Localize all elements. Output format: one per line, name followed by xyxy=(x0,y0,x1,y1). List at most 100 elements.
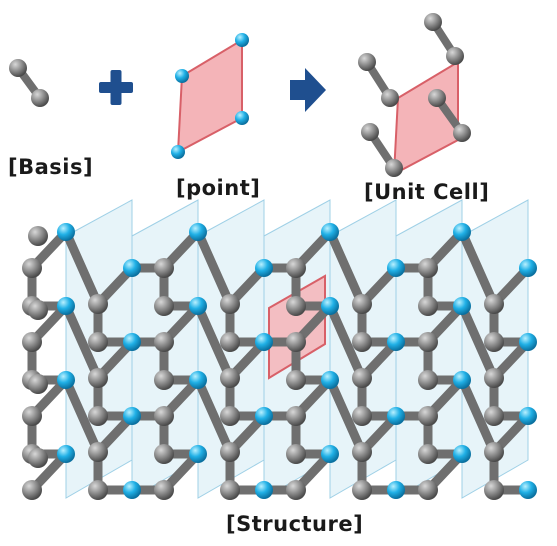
basis-atom xyxy=(88,332,108,352)
lattice-point-atom xyxy=(57,445,75,463)
lattice-point-atom xyxy=(189,223,207,241)
lattice-point-atom xyxy=(519,481,537,499)
basis-atom xyxy=(286,296,306,316)
basis-atom xyxy=(28,374,48,394)
basis-atom xyxy=(352,332,372,352)
lattice-point-atom xyxy=(189,371,207,389)
lattice-point-atom xyxy=(189,297,207,315)
basis-atom xyxy=(154,296,174,316)
atoms xyxy=(22,223,537,500)
lattice-point-atom xyxy=(321,445,339,463)
point-lattice-cell xyxy=(171,33,249,159)
lattice-point-atom xyxy=(255,259,273,277)
basis-atom xyxy=(418,258,438,278)
basis-atom xyxy=(286,406,306,426)
lattice-point-atom xyxy=(453,445,471,463)
plus-icon xyxy=(99,70,133,105)
unit-cell-label: [Unit Cell] xyxy=(364,180,490,204)
basis-atom xyxy=(286,332,306,352)
lattice-point-atom xyxy=(387,333,405,351)
bond xyxy=(457,227,499,309)
unit-cell xyxy=(358,13,471,177)
bond xyxy=(325,227,367,309)
basis-atom xyxy=(352,406,372,426)
basis-atom xyxy=(418,444,438,464)
basis-atom xyxy=(352,442,372,462)
basis-atom xyxy=(484,406,504,426)
lattice-point-atom xyxy=(57,297,75,315)
lattice-point-atom xyxy=(255,481,273,499)
lattice-point-atom xyxy=(387,407,405,425)
basis-atom xyxy=(88,442,108,462)
basis-atom xyxy=(484,442,504,462)
bond xyxy=(457,375,499,457)
basis-atom xyxy=(484,368,504,388)
bond xyxy=(193,301,235,383)
honeycomb-structure xyxy=(22,199,537,500)
basis-atom xyxy=(286,480,306,500)
basis-atom xyxy=(28,448,48,468)
bond xyxy=(457,301,499,383)
lattice-point-atom xyxy=(255,333,273,351)
bond xyxy=(193,227,235,309)
basis-atom xyxy=(88,480,108,500)
lattice-point-atom xyxy=(321,223,339,241)
lattice-point-atom xyxy=(57,223,75,241)
basis-atom xyxy=(286,370,306,390)
basis-atom xyxy=(418,370,438,390)
lattice-point-atom xyxy=(123,259,141,277)
lattice-point-atom xyxy=(321,371,339,389)
point-label: [point] xyxy=(176,176,261,200)
bond xyxy=(193,375,235,457)
lattice-point-atom xyxy=(387,481,405,499)
basis-atom xyxy=(220,368,240,388)
basis-atom xyxy=(154,406,174,426)
lattice-point-atom xyxy=(519,259,537,277)
basis-atom xyxy=(418,480,438,500)
lattice-point-atom xyxy=(453,223,471,241)
basis-atom xyxy=(352,480,372,500)
basis-atom xyxy=(418,296,438,316)
basis-atom xyxy=(88,294,108,314)
basis-atom xyxy=(22,258,42,278)
basis-atom xyxy=(154,258,174,278)
basis-atom xyxy=(484,480,504,500)
lattice-point-atom xyxy=(453,297,471,315)
basis-molecule xyxy=(9,59,49,107)
basis-atom xyxy=(28,226,48,246)
basis-atom xyxy=(154,370,174,390)
basis-atom xyxy=(220,294,240,314)
structure-label: [Structure] xyxy=(226,512,364,536)
lattice-point-atom xyxy=(321,297,339,315)
lattice-point-atom xyxy=(519,333,537,351)
lattice-point-atom xyxy=(453,371,471,389)
basis-atom xyxy=(28,300,48,320)
basis-atom xyxy=(484,332,504,352)
basis-atom xyxy=(22,480,42,500)
bond xyxy=(325,301,367,383)
lattice-point-atom xyxy=(123,333,141,351)
basis-atom xyxy=(220,406,240,426)
lattice-point-atom xyxy=(189,445,207,463)
basis-atom xyxy=(352,368,372,388)
lattice-point-atom xyxy=(255,407,273,425)
basis-atom xyxy=(220,480,240,500)
basis-atom xyxy=(154,332,174,352)
basis-atom xyxy=(154,444,174,464)
basis-label: [Basis] xyxy=(8,155,94,179)
basis-atom xyxy=(220,442,240,462)
basis-atom xyxy=(484,294,504,314)
lattice-point-atom xyxy=(57,371,75,389)
lattice-point-atom xyxy=(387,259,405,277)
basis-atom xyxy=(418,406,438,426)
basis-atom xyxy=(220,332,240,352)
basis-atom xyxy=(154,480,174,500)
basis-atom xyxy=(286,444,306,464)
lattice-point-atom xyxy=(123,407,141,425)
bond xyxy=(61,227,103,309)
bond xyxy=(325,375,367,457)
basis-atom xyxy=(22,332,42,352)
bond xyxy=(61,301,103,383)
bond xyxy=(61,375,103,457)
